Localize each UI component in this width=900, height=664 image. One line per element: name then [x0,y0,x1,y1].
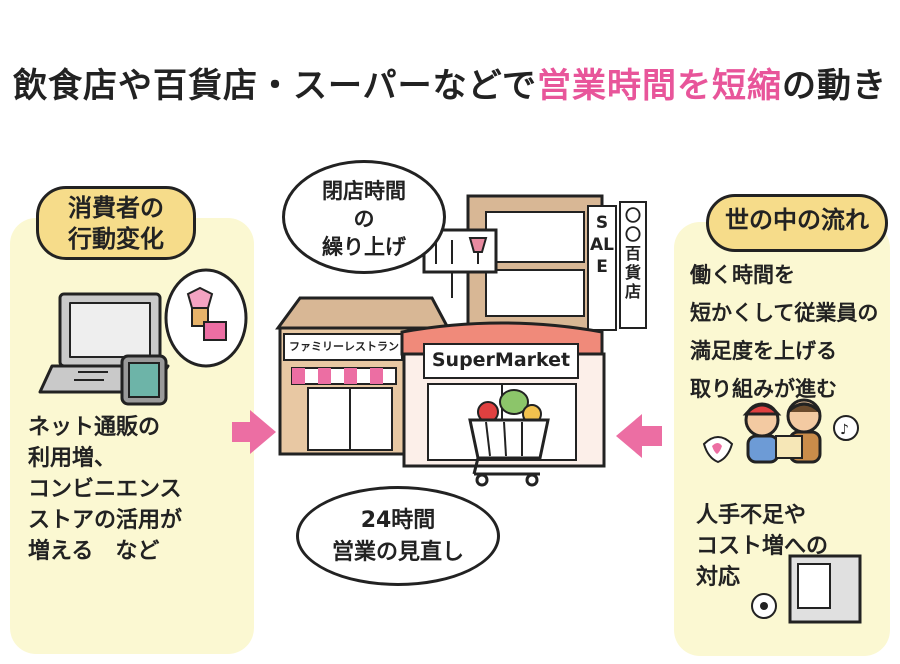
title-suffix: の動き [781,66,887,106]
text-line: ネット通販の [28,415,161,440]
bubble-line: 繰り上げ [322,235,406,259]
bubble-line: 営業の見直し [331,540,464,565]
shopping-cart-icon [468,389,550,487]
consumer-change-text: ネット通販の 利用増、 コンビニエンス ストアの活用が 増える など [28,412,182,567]
text-line: 対応 [696,565,741,590]
page-title: 飲食店や百貨店・スーパーなどで営業時間を短縮の動き [0,58,900,107]
smartphone-icon [120,354,168,406]
title-highlight: 営業時間を短縮 [536,66,782,106]
bubble-line: の [353,207,375,231]
text-line: 取り組みが進む [690,377,837,401]
text-line: コスト増への [696,534,829,559]
text-line: 満足度を上げる [690,339,837,363]
text-line: 利用増、 [28,446,117,471]
sale-sign: SALE [590,213,614,277]
bubble-line: 24時間 [360,508,436,533]
arrow-right-icon [232,410,278,454]
text-line: コンビニエンス [28,477,182,502]
supermarket-sign: SuperMarket [431,349,571,371]
work-style-text: 働く時間を 短かくして従業員の 満足度を上げる 取り組みが進む [690,256,878,408]
vending-machine-icon [751,554,862,624]
svg-text:♪: ♪ [840,422,849,438]
department-store-sign: 〇〇百貨店 [624,206,641,301]
shopping-thought-bubble [164,268,248,368]
24h-review-bubble: 24時間 営業の見直し [296,486,500,586]
consumer-behavior-badge: 消費者の 行動変化 [36,186,196,260]
workers-icon: ♪ [702,398,859,464]
text-line: 働く時間を [690,263,795,287]
restaurant-sign: ファミリーレストラン [289,340,399,353]
labor-shortage-text: 人手不足や コスト増への 対応 [696,500,828,593]
arrow-left-icon [616,414,662,458]
text-line: ストアの活用が [28,508,183,533]
title-prefix: 飲食店や百貨店・スーパーなどで [13,66,537,106]
world-trend-badge: 世の中の流れ [706,194,888,252]
badge-line: 行動変化 [68,225,164,253]
text-line: 増える など [28,539,160,564]
badge-line: 消費者の [68,194,164,222]
bubble-line: 閉店時間 [322,179,406,203]
text-line: 人手不足や [696,503,807,528]
closing-time-bubble: 閉店時間 の 繰り上げ [282,160,446,274]
text-line: 短かくして従業員の [690,301,879,325]
